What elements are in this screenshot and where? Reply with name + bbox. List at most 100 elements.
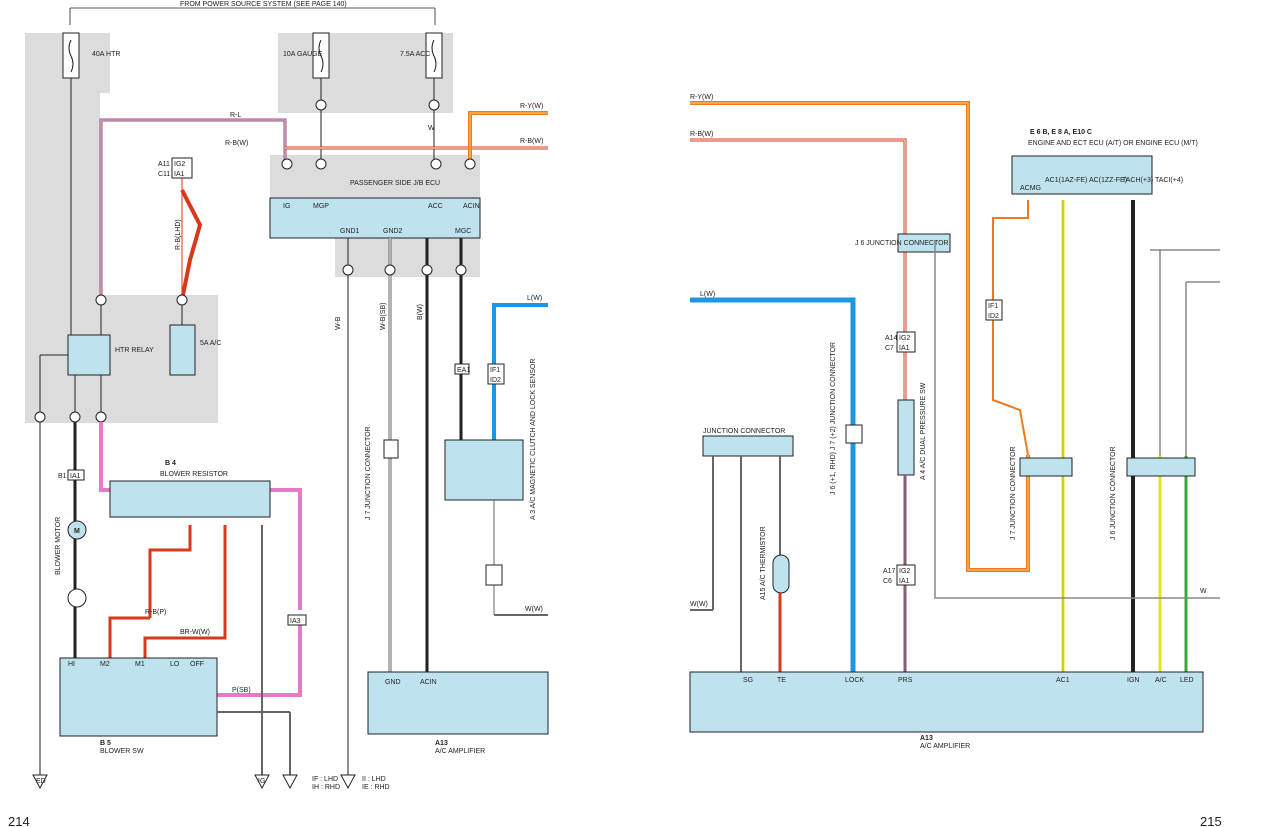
fuse-gauge-label: 10A GAUGE bbox=[283, 51, 323, 58]
conn-ig2-a17: IG2 bbox=[899, 568, 910, 575]
ground-ig-icon bbox=[254, 774, 270, 790]
j6-top-label: J 6 JUNCTION CONNECTOR bbox=[855, 240, 949, 247]
sw-pos-m1: M1 bbox=[135, 661, 145, 668]
ecu-pin-acmg: ACMG bbox=[1020, 185, 1041, 192]
blower-motor-label: BLOWER MOTOR bbox=[55, 517, 62, 575]
shade-fuse-gauge-acc bbox=[278, 33, 453, 113]
ground-ih: IH : RHD bbox=[312, 784, 340, 791]
label-ryw: R-Y(W) bbox=[520, 103, 543, 110]
blower-sw-label: BLOWER SW bbox=[100, 748, 144, 755]
conn-if1: IF1 bbox=[490, 367, 500, 374]
shade-relay-region-2 bbox=[100, 295, 218, 423]
label-wb-jb: W-B bbox=[335, 316, 342, 330]
sw-pos-lo: LO bbox=[170, 661, 180, 668]
svg-text:M: M bbox=[74, 528, 80, 535]
label-w-right: W bbox=[1200, 588, 1207, 595]
fuse-ac5a-label: 5A A/C bbox=[200, 340, 221, 347]
a13-right-label: A/C AMPLIFIER bbox=[920, 743, 970, 750]
conn-ig2-a14: IG2 bbox=[899, 335, 910, 342]
ecu-pin-ac1: AC1(1AZ-FE) AC(1ZZ-FE) bbox=[1045, 177, 1127, 184]
conn-a11: A11 bbox=[158, 161, 170, 168]
label-ryw-right: R-Y(W) bbox=[690, 94, 713, 101]
label-rbw: R-B(W) bbox=[520, 138, 543, 145]
ground-ie: IE : RHD bbox=[362, 784, 390, 791]
ground-ig: IG bbox=[258, 778, 265, 785]
conn-ia3: IA3 bbox=[290, 618, 301, 625]
conn-id2: ID2 bbox=[490, 377, 501, 384]
j6-block-right bbox=[1126, 457, 1196, 477]
ecu-pin-tach: TACH(+3) TACI(+4) bbox=[1122, 177, 1183, 184]
label-rbw-right: R-B(W) bbox=[690, 131, 713, 138]
jb-ecu-label: PASSENGER SIDE J/B ECU bbox=[350, 180, 440, 187]
fuse-ac5a-box bbox=[169, 324, 196, 376]
conn-ia1-c7: IA1 bbox=[899, 345, 910, 352]
a3-clutch-box bbox=[444, 439, 524, 501]
label-psb: P(SB) bbox=[232, 687, 251, 694]
label-wbsb: W-B(SB) bbox=[380, 303, 387, 330]
j7-label: J 7 JUNCTION CONNECTOR bbox=[365, 426, 372, 520]
a13-pin-prs: PRS bbox=[898, 677, 913, 684]
a13-pin-ac: A/C bbox=[1155, 677, 1167, 684]
blower-resistor-box bbox=[109, 480, 271, 518]
blower-resistor-label: BLOWER RESISTOR bbox=[160, 471, 228, 478]
conn-ig2-top: IG2 bbox=[174, 161, 185, 168]
fuse-htr-label: 40A HTR bbox=[92, 51, 120, 58]
j7-right-label: JUNCTION CONNECTOR bbox=[703, 428, 785, 435]
a4-pressure-sw-box bbox=[897, 399, 915, 476]
blower-resistor-id: B 4 bbox=[165, 460, 176, 467]
j6-jc-label: J 6 (+1, RHD) J 7 (+2) JUNCTION CONNECTO… bbox=[830, 342, 837, 495]
a13-left-id: A13 bbox=[435, 740, 448, 747]
jb-ecu-box bbox=[269, 197, 481, 239]
conn-ia1-top: IA1 bbox=[174, 171, 185, 178]
ground-ii-icon bbox=[340, 774, 356, 790]
wire-ryw-left bbox=[468, 111, 548, 160]
ground-ed: ED bbox=[36, 778, 46, 785]
power-source-label: FROM POWER SOURCE SYSTEM (SEE PAGE 140) bbox=[180, 1, 347, 8]
ecu-box bbox=[1011, 155, 1153, 195]
jb-pin-acin: ACIN bbox=[463, 203, 480, 210]
j6-top-box bbox=[897, 233, 951, 253]
conn-b1: B1 bbox=[58, 473, 67, 480]
conn-c6: C6 bbox=[883, 578, 892, 585]
ecu-name: ENGINE AND ECT ECU (A/T) OR ENGINE ECU (… bbox=[1028, 140, 1198, 147]
blower-sw-box bbox=[59, 657, 218, 737]
label-rblhd: R-B(LHD) bbox=[175, 219, 182, 250]
ground-if: IF : LHD bbox=[312, 776, 338, 783]
a13-pin-acin: ACIN bbox=[420, 679, 437, 686]
shade-jb bbox=[270, 155, 480, 200]
htr-relay-label: HTR RELAY bbox=[115, 347, 154, 354]
wire-psb bbox=[217, 625, 302, 697]
ground-ed-icon bbox=[32, 774, 48, 790]
a4-label: A 4 A/C DUAL PRESSURE SW bbox=[920, 382, 927, 480]
wire-rb-lhd bbox=[180, 189, 203, 301]
sw-pos-off: OFF bbox=[190, 661, 204, 668]
ecu-ids: E 6 B, E 8 A, E10 C bbox=[1030, 129, 1092, 136]
j6-label-right: J 6 JUNCTION CONNECTOR bbox=[1110, 446, 1117, 540]
conn-c11: C11 bbox=[158, 171, 170, 178]
a13-pin-sg: SG bbox=[743, 677, 753, 684]
label-brww: BR-W(W) bbox=[180, 629, 210, 636]
blower-motor-icon bbox=[67, 520, 87, 540]
page-number-left: 214 bbox=[8, 814, 30, 827]
a3-label: A 3 A/C MAGNETIC CLUTCH AND LOCK SENSOR bbox=[530, 359, 537, 520]
a15-label: A15 A/C THERMISTOR bbox=[760, 526, 767, 600]
j7-right-box bbox=[702, 435, 794, 457]
wire-lw-left bbox=[492, 303, 548, 440]
a13-pin-lock: LOCK bbox=[845, 677, 864, 684]
a13-left-label: A/C AMPLIFIER bbox=[435, 748, 485, 755]
page-number-right: 215 bbox=[1200, 814, 1222, 827]
conn-if1-right: IF1 bbox=[988, 303, 998, 310]
a13-pin-led: LED bbox=[1180, 677, 1194, 684]
conn-id2-right: ID2 bbox=[988, 313, 999, 320]
jb-pin-gnd1: GND1 bbox=[340, 228, 360, 235]
label-lw-left: L(W) bbox=[527, 295, 542, 302]
conn-a17: A17 bbox=[883, 568, 896, 575]
fuse-acc-label: 7.5A ACC bbox=[400, 51, 430, 58]
conn-ia1-c6: IA1 bbox=[899, 578, 910, 585]
a15-thermistor-icon bbox=[772, 554, 790, 594]
label-ww-right: W(W) bbox=[690, 601, 708, 608]
ground-ii: II : LHD bbox=[362, 776, 386, 783]
conn-ea1: EA1 bbox=[457, 367, 470, 374]
label-bw-jb: B(W) bbox=[417, 304, 424, 320]
